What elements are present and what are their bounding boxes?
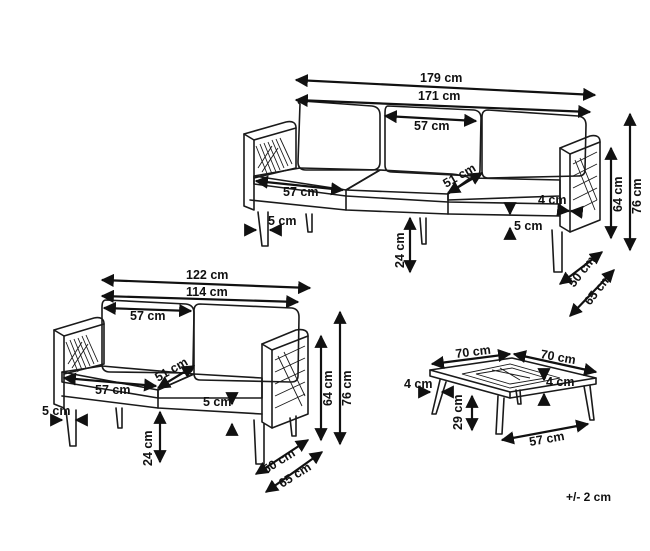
- sofa2-seat-cushion-width-label: 57 cm: [95, 383, 130, 397]
- sofa2-back-cushion-label: 57 cm: [130, 309, 165, 323]
- sofa2-seat-height-label: 24 cm: [141, 431, 155, 466]
- sofa2-leg-back-left: [115, 407, 123, 429]
- table-leg-front: [495, 395, 505, 435]
- sofa3-arm-thickness-label: 4 cm: [538, 193, 567, 207]
- sofa3-back-cushion-label: 57 cm: [414, 119, 449, 133]
- sofa3-seat-width-label: 171 cm: [418, 89, 460, 103]
- sofa2-leg-front-left: [65, 409, 77, 447]
- sofa2-arm-height-label: 64 cm: [321, 371, 335, 406]
- sofa3-cushion-thickness-label: 5 cm: [514, 219, 543, 233]
- coffee-table: 70 cm 70 cm 4 cm 4 cm 29 cm 57 cm: [404, 343, 598, 449]
- sofa2-total-height-label: 76 cm: [340, 371, 354, 406]
- sofa3-back-cushion-left: [297, 100, 381, 171]
- sofa2-total-width-label: 122 cm: [186, 268, 228, 282]
- table-top-depth-label: 70 cm: [539, 347, 576, 367]
- sofa3-leg-offset-label: 5 cm: [268, 214, 297, 228]
- table-base-width-label: 57 cm: [528, 429, 565, 449]
- sofa3-leg-back-left: [305, 213, 313, 233]
- sofa2-cushion-thickness-label: 5 cm: [203, 395, 232, 409]
- sofa3-leg-front-right: [551, 229, 563, 273]
- table-leg-left: [431, 379, 447, 415]
- sofa2-seat-front: [61, 371, 159, 399]
- table-top-width-label: 70 cm: [455, 343, 492, 361]
- table-leg-inset-left-label: 4 cm: [404, 377, 433, 391]
- sofa2-seat-width-label: 114 cm: [186, 285, 228, 299]
- sofa2-back-cushion-right: [193, 303, 300, 383]
- sofa3-seat-cushion-width-label: 57 cm: [283, 185, 318, 199]
- table-height-label: 29 cm: [451, 395, 465, 430]
- table-leg-right: [583, 385, 595, 421]
- sofa3-total-width-label: 179 cm: [420, 71, 462, 85]
- table-leg-inset-right-label: 4 cm: [546, 375, 575, 389]
- sofa-2-seater: 122 cm 114 cm 57 cm 57 cm 51 cm 5 cm 5 c…: [42, 268, 354, 493]
- sofa-3-seater: 179 cm 171 cm 57 cm 57 cm 51 cm 4 cm 5 c…: [243, 71, 644, 317]
- sofa3-right-armrest: [559, 134, 601, 233]
- sofa3-leg-front-left: [257, 211, 269, 247]
- sofa3-total-height-label: 76 cm: [630, 179, 644, 214]
- sofa3-left-armrest: [243, 120, 297, 211]
- table-leg-back: [515, 389, 522, 405]
- sofa2-leg-offset-label: 5 cm: [42, 404, 71, 418]
- sofa3-seat-height-label: 24 cm: [393, 233, 407, 268]
- sofa3-leg-back-right: [419, 217, 427, 245]
- tolerance-note: +/- 2 cm: [566, 490, 611, 504]
- sofa3-arm-height-label: 64 cm: [611, 177, 625, 212]
- sofa2-right-armrest: [261, 328, 309, 429]
- sofa2-leg-front-right: [253, 419, 265, 465]
- sofa2-leg-back-right: [289, 415, 297, 437]
